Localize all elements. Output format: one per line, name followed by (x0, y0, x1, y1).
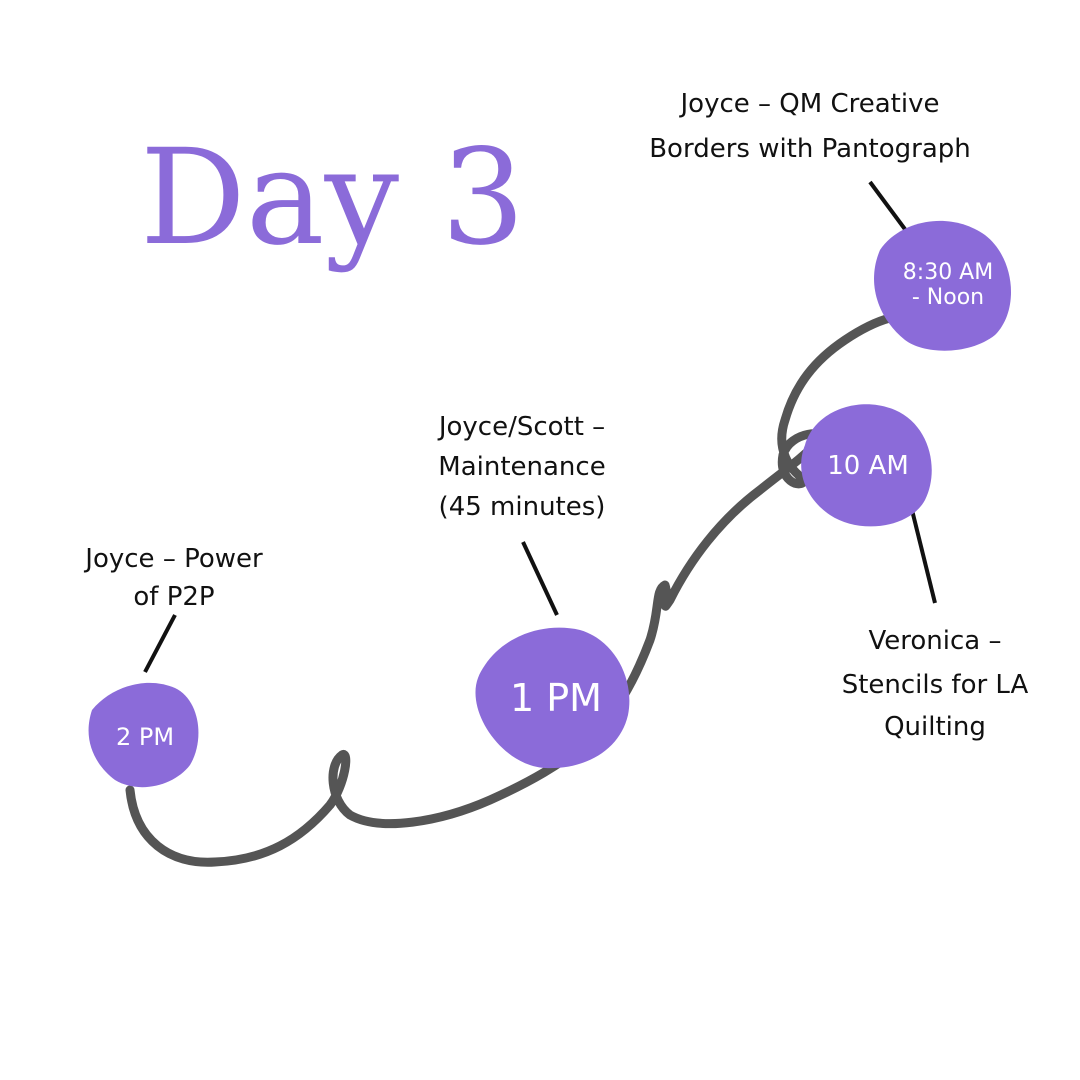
event-time: 10 AM (827, 451, 909, 481)
event-label: Borders with Pantograph (649, 134, 971, 164)
blob-2pm (88, 682, 199, 788)
blob-1pm (475, 627, 630, 769)
connector-1pm (521, 541, 559, 616)
event-time: 2 PM (116, 723, 174, 751)
event-label: Joyce/Scott – (437, 412, 605, 442)
blob-10am (801, 404, 932, 527)
event-label: (45 minutes) (439, 492, 606, 522)
timeline-path (125, 313, 895, 867)
event-label: Maintenance (438, 452, 605, 482)
connector-2pm (143, 614, 177, 673)
event-time: 8:30 AM (903, 260, 993, 285)
event-label: Quilting (884, 712, 986, 742)
event-time: - Noon (912, 285, 984, 310)
connector-830am (868, 180, 912, 238)
event-time: 1 PM (510, 676, 602, 720)
event-label: Joyce – QM Creative (679, 89, 940, 119)
event-label: Veronica – (869, 626, 1002, 656)
event-label: Joyce – Power (83, 544, 263, 574)
event-label: Stencils for LA (842, 670, 1029, 700)
event-label: of P2P (133, 582, 214, 612)
connector-10am (910, 509, 937, 604)
page-title: Day 3 (140, 121, 525, 275)
blob-830am (874, 220, 1012, 351)
